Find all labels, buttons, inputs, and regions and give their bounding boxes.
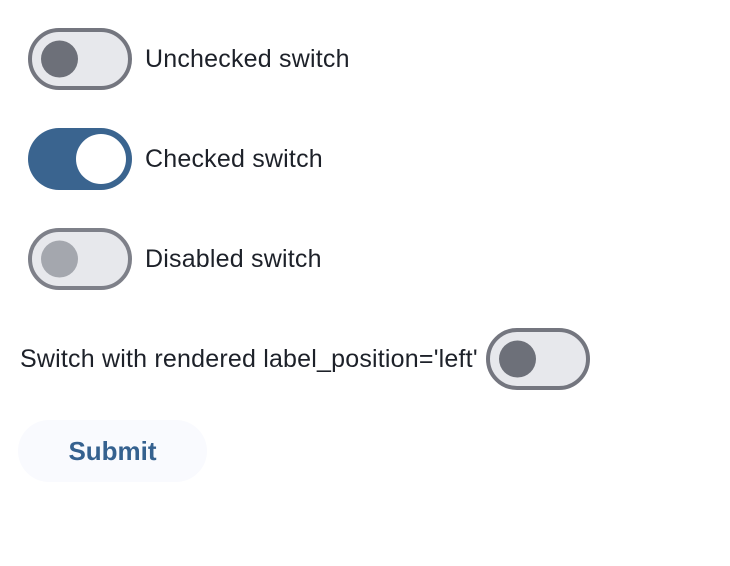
checked-switch-label: Checked switch: [145, 145, 323, 173]
submit-button[interactable]: Submit: [18, 420, 207, 482]
checked-switch-row: Checked switch: [28, 128, 323, 190]
unchecked-switch-label: Unchecked switch: [145, 45, 350, 73]
disabled-switch: [28, 228, 132, 290]
switch-thumb: [76, 134, 126, 184]
left-label-switch[interactable]: [485, 328, 590, 390]
left-label-switch-label: Switch with rendered label_position='lef…: [20, 345, 478, 373]
switch-form: Unchecked switch Checked switch Disabled…: [18, 28, 590, 482]
checked-switch[interactable]: [28, 128, 132, 190]
switch-thumb: [498, 340, 536, 378]
switch-thumb: [41, 240, 78, 278]
switch-thumb: [41, 40, 78, 78]
disabled-switch-label: Disabled switch: [145, 245, 322, 273]
disabled-switch-row: Disabled switch: [28, 228, 322, 290]
unchecked-switch[interactable]: [28, 28, 132, 90]
left-label-switch-row: Switch with rendered label_position='lef…: [20, 328, 590, 390]
unchecked-switch-row: Unchecked switch: [28, 28, 350, 90]
